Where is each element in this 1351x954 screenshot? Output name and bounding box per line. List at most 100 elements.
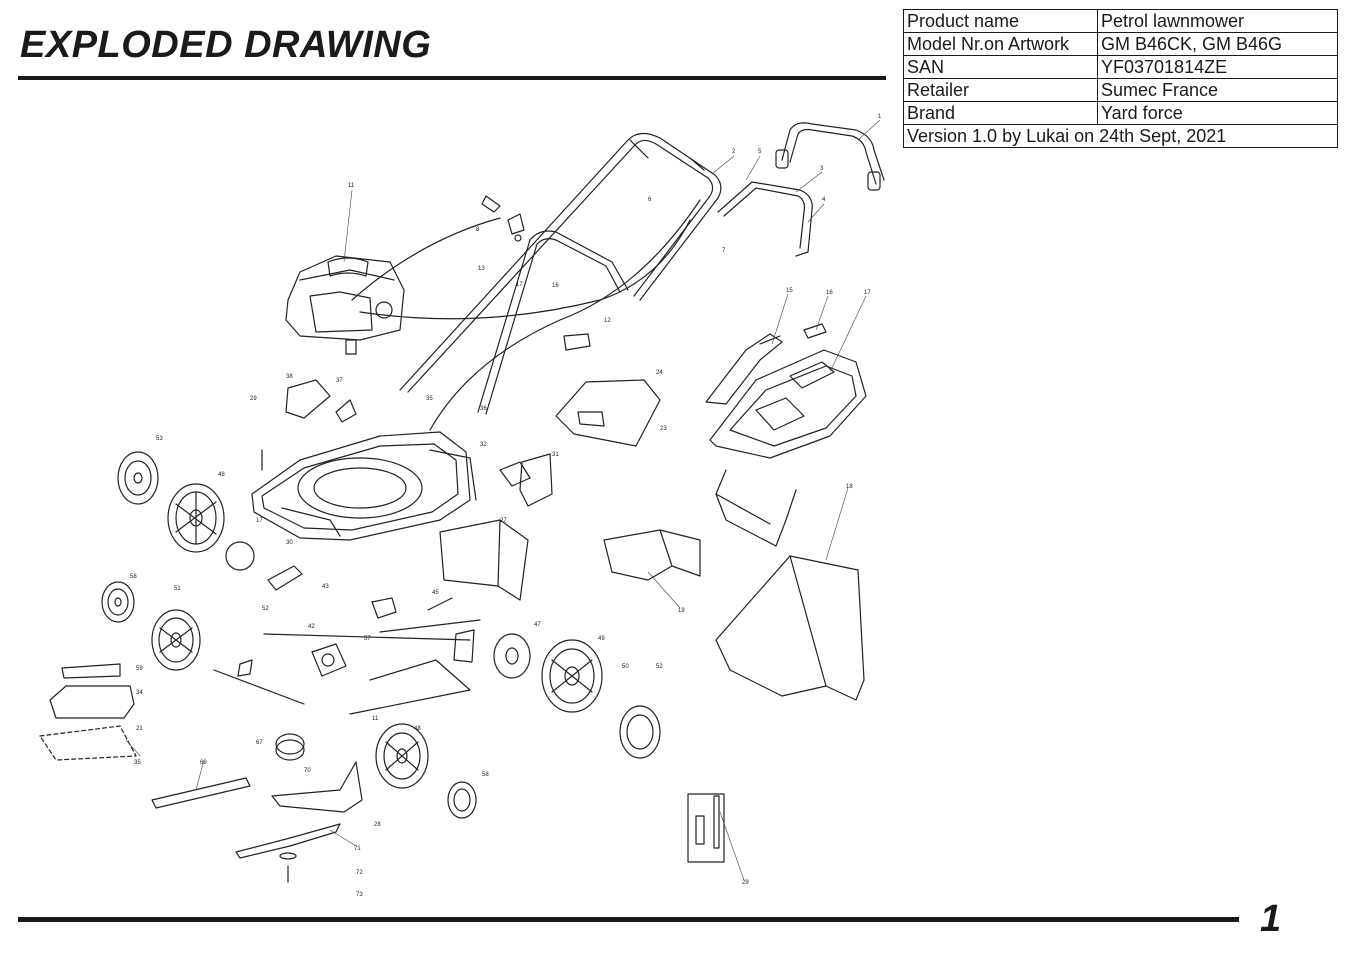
svg-text:38: 38 [286,374,293,380]
svg-text:11: 11 [348,183,355,189]
svg-text:15: 15 [786,288,793,294]
page-number: 1 [1260,898,1282,940]
front-right-wheel [375,723,429,789]
rear-right-hubcap [619,705,661,759]
svg-text:36: 36 [480,406,487,412]
svg-text:6: 6 [648,197,652,203]
svg-text:35: 35 [134,760,141,766]
svg-text:29: 29 [742,880,749,886]
grass-bag [715,555,865,701]
svg-text:17: 17 [864,290,871,296]
svg-text:12: 12 [604,318,611,324]
table-cell-key: Retailer [903,78,1098,102]
svg-text:21: 21 [136,726,143,732]
table-cell-key: SAN [903,55,1098,79]
rear-left-hubcap [117,451,159,505]
svg-text:5: 5 [758,149,762,155]
svg-text:17: 17 [256,518,263,524]
table-cell-key: Product name [903,9,1098,33]
svg-text:70: 70 [304,768,311,774]
table-row: Brand Yard force [903,101,1338,125]
drive-belt [151,777,251,809]
svg-text:45: 45 [432,590,439,596]
svg-text:35: 35 [426,396,433,402]
svg-text:58: 58 [130,574,137,580]
svg-text:43: 43 [322,584,329,590]
rear-axle [263,633,471,641]
svg-text:48: 48 [414,726,421,732]
svg-text:69: 69 [200,760,207,766]
svg-text:59: 59 [136,666,143,672]
height-adjust-lever [349,659,471,715]
rear-guard [439,519,529,601]
lower-handle [477,230,629,415]
svg-text:53: 53 [156,436,163,442]
engine [285,255,405,355]
svg-text:72: 72 [356,870,363,876]
svg-text:52: 52 [262,606,269,612]
svg-text:52: 52 [656,664,663,670]
front-left-wheel [151,609,201,671]
version-line: Version 1.0 by Lukai on 24th Sept, 2021 [903,124,1338,148]
svg-text:28: 28 [374,822,381,828]
svg-text:11: 11 [372,716,379,722]
svg-text:1: 1 [878,114,882,120]
page-title: EXPLODED DRAWING [20,24,432,66]
svg-text:2: 2 [732,149,736,155]
svg-text:51: 51 [174,586,181,592]
table-cell-value: Sumec France [1097,78,1338,102]
bail-bar [775,122,885,191]
svg-text:30: 30 [286,540,293,546]
rear-left-wheel [167,483,225,553]
svg-text:27: 27 [500,518,507,524]
spark-plug-wrench [687,793,725,863]
svg-text:34: 34 [136,690,143,696]
gear-plate [225,541,255,571]
blade-adapter [271,761,363,813]
svg-text:47: 47 [534,622,541,628]
svg-text:71: 71 [354,846,361,852]
rear-right-wheel [541,639,603,713]
svg-text:4: 4 [822,197,826,203]
footer-rule [18,917,1239,922]
cutting-blade [235,823,341,859]
svg-text:8: 8 [476,227,480,233]
svg-text:16: 16 [826,290,833,296]
table-cell-value: YF03701814ZE [1097,55,1338,79]
svg-text:23: 23 [660,426,667,432]
svg-text:42: 42 [308,624,315,630]
svg-text:58: 58 [482,772,489,778]
svg-text:32: 32 [480,442,487,448]
front-right-hubcap [447,781,477,819]
svg-text:17: 17 [516,282,523,288]
table-row: Model Nr.on Artwork GM B46CK, GM B46G [903,32,1338,56]
front-left-hubcap [101,581,135,623]
header-rule [18,76,886,80]
grass-box-handle [705,333,783,405]
svg-text:19: 19 [678,608,685,614]
product-info-table: Product name Petrol lawnmower Model Nr.o… [903,9,1338,148]
drive-pulley [275,733,305,761]
svg-text:57: 57 [364,636,371,642]
svg-text:31: 31 [552,452,559,458]
svg-text:3: 3 [820,166,824,172]
svg-text:49: 49 [598,636,605,642]
front-bumper [49,663,135,719]
rear-cover [555,379,661,447]
table-row: Retailer Sumec France [903,78,1338,102]
svg-text:24: 24 [656,370,663,376]
svg-text:37: 37 [336,378,343,384]
grass-box-lid [709,349,867,459]
svg-text:18: 18 [846,484,853,490]
mulch-plug [603,529,701,581]
gearbox [311,643,347,677]
svg-text:13: 13 [478,266,485,272]
svg-text:7: 7 [722,248,726,254]
throttle-cable [351,199,701,431]
bail-lever [717,181,813,257]
table-cell-value: GM B46CK, GM B46G [1097,32,1338,56]
svg-text:48: 48 [218,472,225,478]
svg-text:67: 67 [256,740,263,746]
svg-text:16: 16 [552,283,559,289]
